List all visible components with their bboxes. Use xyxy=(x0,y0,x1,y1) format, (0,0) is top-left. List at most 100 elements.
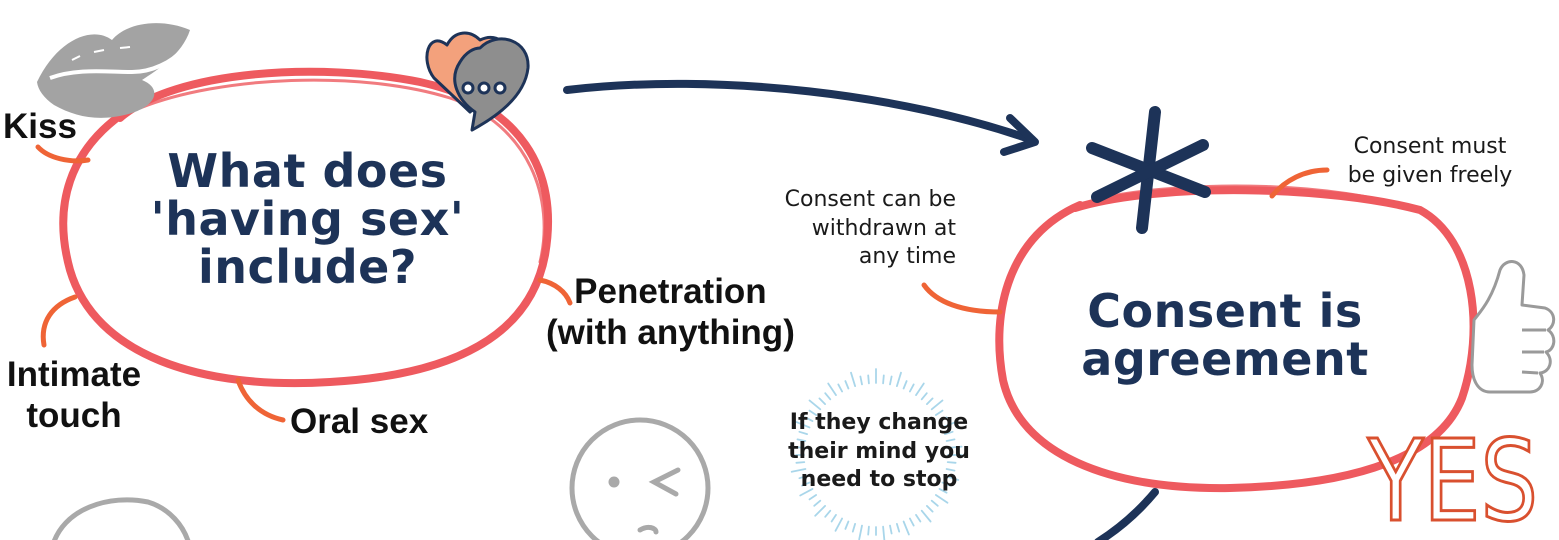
burst-icon xyxy=(789,368,963,540)
yes-text: YES xyxy=(1367,417,1538,540)
label-line: Consent must xyxy=(1353,134,1507,159)
burst-ray xyxy=(859,375,863,386)
label-line: withdrawn at xyxy=(811,215,956,241)
label-intimate-touch: Intimate touch xyxy=(0,354,148,437)
label-freely: Consent must be given freely xyxy=(1330,133,1530,190)
burst-ray xyxy=(938,487,948,494)
burst-ray xyxy=(946,461,957,464)
burst-ray xyxy=(851,523,856,533)
question-line: 'having sex' xyxy=(150,191,465,246)
oral-sex-connector xyxy=(235,377,286,423)
label-oral-sex: Oral sex xyxy=(290,402,429,441)
burst-ray xyxy=(850,371,856,388)
penetration-connector xyxy=(537,277,573,306)
burst-ray xyxy=(902,520,910,536)
label-withdrawn: Consent can be withdrawn at any time xyxy=(700,186,956,272)
label-stop: If they change their mind you need to st… xyxy=(762,409,996,495)
burst-ray xyxy=(795,461,806,464)
burst-ray xyxy=(789,445,806,449)
burst-ray xyxy=(804,416,814,423)
burst-ray xyxy=(941,421,957,429)
label-line: If they change xyxy=(789,410,969,435)
burst-ray xyxy=(915,514,922,523)
kiss-connector xyxy=(35,144,91,164)
burst-ray xyxy=(896,371,902,388)
burst-ray xyxy=(915,382,925,397)
label-line: need to stop xyxy=(800,467,958,493)
burst-ray xyxy=(926,397,934,406)
burst-ray xyxy=(930,399,944,411)
statement-line: Consent is xyxy=(1087,284,1363,338)
burst-ray xyxy=(935,494,949,504)
burst-ray xyxy=(944,474,960,481)
label-line: (with anything) xyxy=(546,313,795,353)
yes-sign: YES xyxy=(1366,416,1540,540)
burst-ray xyxy=(882,525,886,540)
asterisk-icon xyxy=(1086,106,1211,234)
intimate-touch-connector xyxy=(40,294,78,348)
burst-ray xyxy=(889,375,893,386)
burst-ray xyxy=(824,392,832,401)
burst-ray xyxy=(920,509,932,523)
question-line: include? xyxy=(197,239,418,294)
left-bubble-question: What does 'having sex' include? xyxy=(60,144,555,294)
burst-ray xyxy=(938,416,948,423)
burst-ray xyxy=(930,499,939,507)
burst-ray xyxy=(837,383,843,393)
lips-icon xyxy=(37,23,190,118)
label-line: be given freely xyxy=(1347,162,1513,188)
burst-ray xyxy=(882,374,885,385)
burst-ray xyxy=(902,380,908,390)
burst-ray xyxy=(944,430,954,436)
label-line: Consent can be xyxy=(784,187,956,212)
right-bubble-statement: Consent is agreement xyxy=(1010,284,1440,386)
burst-ray xyxy=(844,520,850,530)
label-line: Penetration xyxy=(574,272,767,311)
burst-ray xyxy=(926,504,934,513)
burst-ray xyxy=(920,392,928,401)
freely-connector xyxy=(1269,167,1330,199)
burst-ray xyxy=(796,438,807,442)
bottom-arrow xyxy=(1094,488,1159,540)
heart-chat-icon xyxy=(425,31,530,132)
burst-ray xyxy=(945,438,956,442)
burst-ray xyxy=(909,517,915,527)
burst-ray xyxy=(946,445,963,449)
thumbs-up-icon xyxy=(1470,260,1556,394)
burst-ray xyxy=(795,421,811,429)
label-kiss: Kiss xyxy=(3,107,77,146)
burst-ray xyxy=(830,514,837,523)
burst-ray xyxy=(824,509,832,518)
burst-ray xyxy=(889,524,893,535)
right-connectors xyxy=(921,167,1330,315)
burst-ray xyxy=(941,481,951,487)
burst-ray xyxy=(818,397,826,406)
burst-ray xyxy=(798,474,808,480)
burst-ray xyxy=(867,525,870,536)
label-line: their mind you xyxy=(788,438,970,464)
burst-ray xyxy=(935,409,944,416)
burst-ray xyxy=(858,524,863,540)
statement-line: agreement xyxy=(1081,331,1369,386)
label-line: touch xyxy=(26,396,122,436)
burst-ray xyxy=(813,499,822,507)
withdrawn-connector xyxy=(921,282,1003,315)
burst-ray xyxy=(799,487,814,497)
burst-ray xyxy=(844,380,850,390)
top-arrow-head xyxy=(1000,114,1039,156)
burst-ray xyxy=(834,517,843,532)
burst-ray xyxy=(798,430,808,436)
burst-ray xyxy=(790,468,807,473)
burst-ray xyxy=(827,382,837,397)
burst-ray xyxy=(808,409,817,416)
winking-face-icon xyxy=(569,417,711,540)
question-line: What does xyxy=(167,144,448,198)
left-bubble-outline xyxy=(59,67,553,388)
arrows xyxy=(563,79,1159,540)
burst-ray xyxy=(867,374,870,385)
burst-ray xyxy=(801,481,811,487)
left-connectors xyxy=(35,144,573,423)
burst-ray xyxy=(896,523,901,533)
burst-ray xyxy=(909,383,915,393)
